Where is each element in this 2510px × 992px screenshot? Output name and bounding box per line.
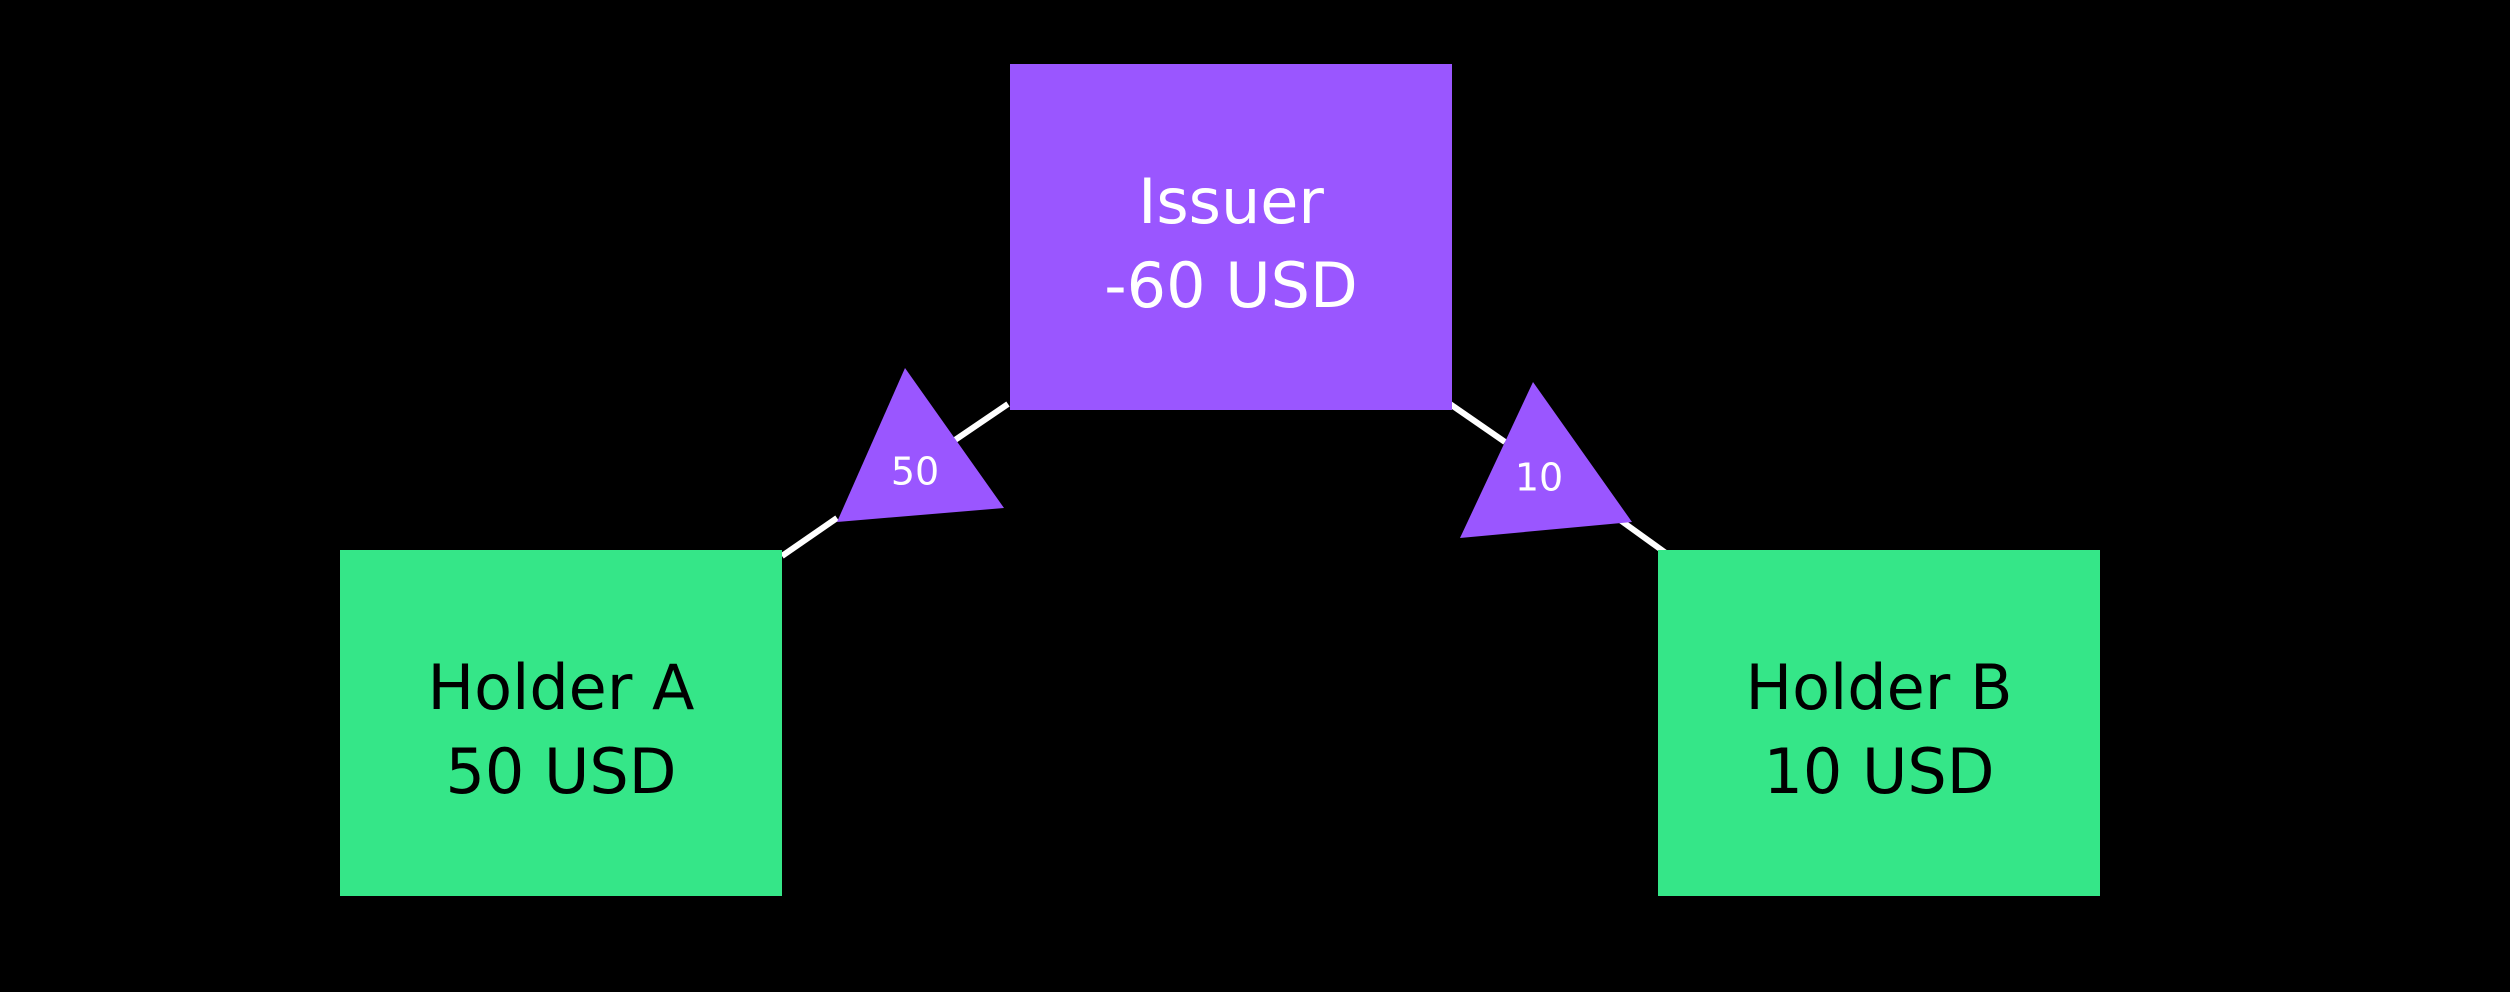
edge-line-issuer-holder-a-lower <box>780 515 839 559</box>
edge-marker-issuer-holder-a: 50 <box>837 368 1004 522</box>
issuer-balance: -60 USD <box>1104 249 1357 322</box>
edge-amount-holder-b: 10 <box>1515 456 1563 500</box>
edge-line-issuer-holder-a <box>953 401 1010 443</box>
edge-line-issuer-holder-b <box>1448 401 1507 445</box>
triangle-icon <box>1460 382 1632 538</box>
holder-a-name: Holder A <box>428 651 695 724</box>
holder-b-node: Holder B 10 USD <box>1658 550 2100 896</box>
issuer-box <box>1010 64 1452 410</box>
holder-a-balance: 50 USD <box>445 735 676 808</box>
holder-a-node: Holder A 50 USD <box>340 550 782 896</box>
holder-b-box <box>1658 550 2100 896</box>
holder-a-box <box>340 550 782 896</box>
edge-amount-holder-a: 50 <box>891 450 939 494</box>
issuer-name: Issuer <box>1138 165 1324 238</box>
holder-b-name: Holder B <box>1745 651 2012 724</box>
issuer-node: Issuer -60 USD <box>1010 64 1452 410</box>
edge-marker-issuer-holder-b: 10 <box>1460 382 1632 538</box>
holder-b-balance: 10 USD <box>1763 735 1994 808</box>
triangle-icon <box>837 368 1004 522</box>
